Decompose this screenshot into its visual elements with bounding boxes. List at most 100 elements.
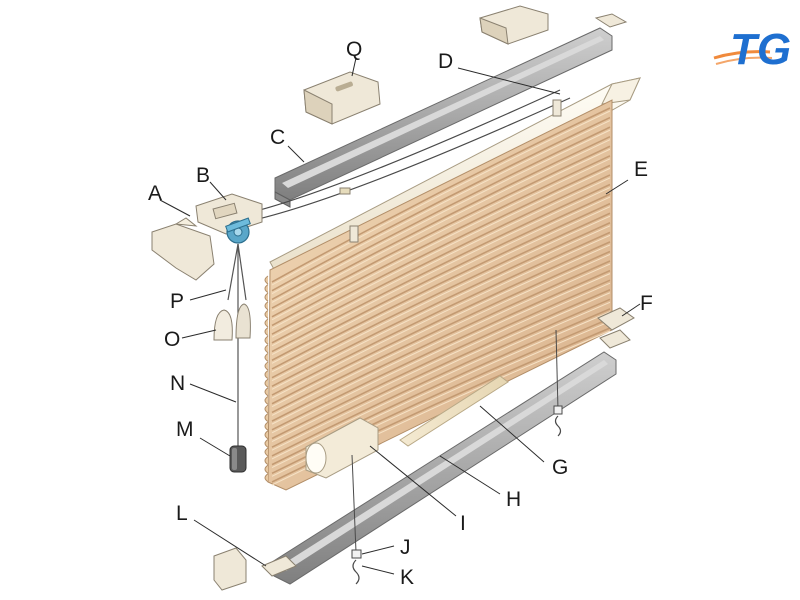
pleat-line (271, 145, 611, 318)
end-clip-top (594, 13, 628, 28)
pleat-highlight (271, 225, 611, 390)
pleat-line (271, 107, 611, 283)
pleat-highlight (271, 139, 611, 312)
cord-clips (339, 99, 562, 243)
label-o: O (164, 328, 180, 351)
pleat-line (271, 135, 611, 309)
logo-swoosh-2 (715, 56, 773, 65)
hook-k (352, 559, 360, 585)
hold-down-hardware (351, 329, 563, 585)
pleat-edge (264, 464, 269, 474)
cord-weight-m (229, 445, 247, 473)
pleat-highlight (271, 177, 611, 347)
lift-cords (239, 89, 571, 223)
pleat-line (271, 193, 611, 361)
gear-mechanism (225, 217, 251, 244)
pleat-edge (264, 473, 269, 483)
pleat-edge (264, 318, 269, 328)
pleat-highlight (271, 187, 611, 356)
label-f: F (640, 292, 653, 315)
pleat-highlight (271, 167, 611, 338)
pull-cords (227, 243, 247, 446)
pleat-highlight (271, 148, 611, 321)
pleat-edge (264, 404, 269, 414)
pleat-edge (264, 387, 269, 397)
stiffener-bar (399, 375, 509, 447)
pleat-edge (264, 456, 269, 466)
headrail (274, 27, 613, 208)
label-c: C (270, 126, 285, 149)
label-i: I (460, 512, 466, 535)
pleat-edge (264, 395, 269, 405)
pleat-line (271, 231, 611, 396)
pleat-edge (264, 438, 269, 448)
pleat-edge (264, 344, 269, 354)
pleat-edge (264, 292, 269, 302)
pleat-edge (264, 370, 269, 380)
pleat-line (271, 164, 611, 335)
label-q: Q (346, 38, 362, 61)
pleat-line (271, 183, 611, 353)
pleat-line (271, 279, 611, 440)
pleat-highlight (271, 244, 611, 408)
pleat-line (271, 126, 611, 301)
mounting-bracket-q (303, 71, 381, 125)
callout-labels: A B C D E F G H I J K L M N O P Q (148, 38, 653, 589)
label-b: B (196, 164, 210, 187)
pleat-edge (264, 327, 269, 337)
label-e: E (634, 158, 648, 181)
pleat-line (271, 269, 611, 431)
pleat-line (271, 298, 611, 457)
label-n: N (170, 372, 185, 395)
fabric-pleats (264, 107, 611, 486)
bottom-bracket (213, 547, 297, 591)
pleat-highlight (271, 301, 611, 460)
label-a: A (148, 182, 162, 205)
pleat-edge (264, 430, 269, 440)
end-cap-a (151, 217, 215, 281)
pleat-line (271, 202, 611, 370)
pleat-line (271, 222, 611, 388)
pleat-edge (264, 378, 269, 388)
pleat-line (271, 174, 611, 344)
pleat-edge (264, 352, 269, 362)
bottom-rail (271, 351, 617, 585)
label-j: J (400, 536, 411, 559)
pleat-highlight (271, 292, 611, 451)
label-k: K (400, 566, 414, 589)
pleat-line (271, 241, 611, 405)
pleat-edge (264, 413, 269, 423)
logo-swoosh-1 (713, 50, 771, 60)
pleat-edge (264, 301, 269, 311)
pleat-highlight (271, 273, 611, 434)
brand-logo: TG (713, 25, 791, 74)
pleat-edge (264, 421, 269, 431)
pleat-highlight (271, 129, 611, 303)
logo-text: TG (730, 25, 791, 74)
pleat-highlight (271, 110, 611, 286)
label-l: L (176, 502, 188, 525)
pleat-line (271, 260, 611, 422)
cord-tassel-o (213, 303, 251, 341)
pleat-line (271, 289, 611, 448)
pleat-edge (264, 335, 269, 345)
pleat-line (271, 250, 611, 414)
pleat-highlight (271, 282, 611, 442)
pleat-highlight (271, 263, 611, 425)
label-g: G (552, 456, 568, 479)
label-h: H (506, 488, 521, 511)
pleat-edge (264, 275, 269, 285)
label-p: P (170, 290, 184, 313)
pleat-highlight (271, 206, 611, 373)
pleat-line (271, 212, 611, 379)
pleat-highlight (271, 215, 611, 382)
pleat-highlight (271, 196, 611, 364)
label-d: D (438, 50, 453, 73)
pleat-highlight (271, 254, 611, 416)
leader-lines (159, 57, 641, 575)
mounting-bracket-top (479, 5, 549, 45)
inner-tube-cutaway (305, 417, 379, 479)
pleat-edge (264, 309, 269, 319)
cord-stop-j (351, 549, 362, 559)
